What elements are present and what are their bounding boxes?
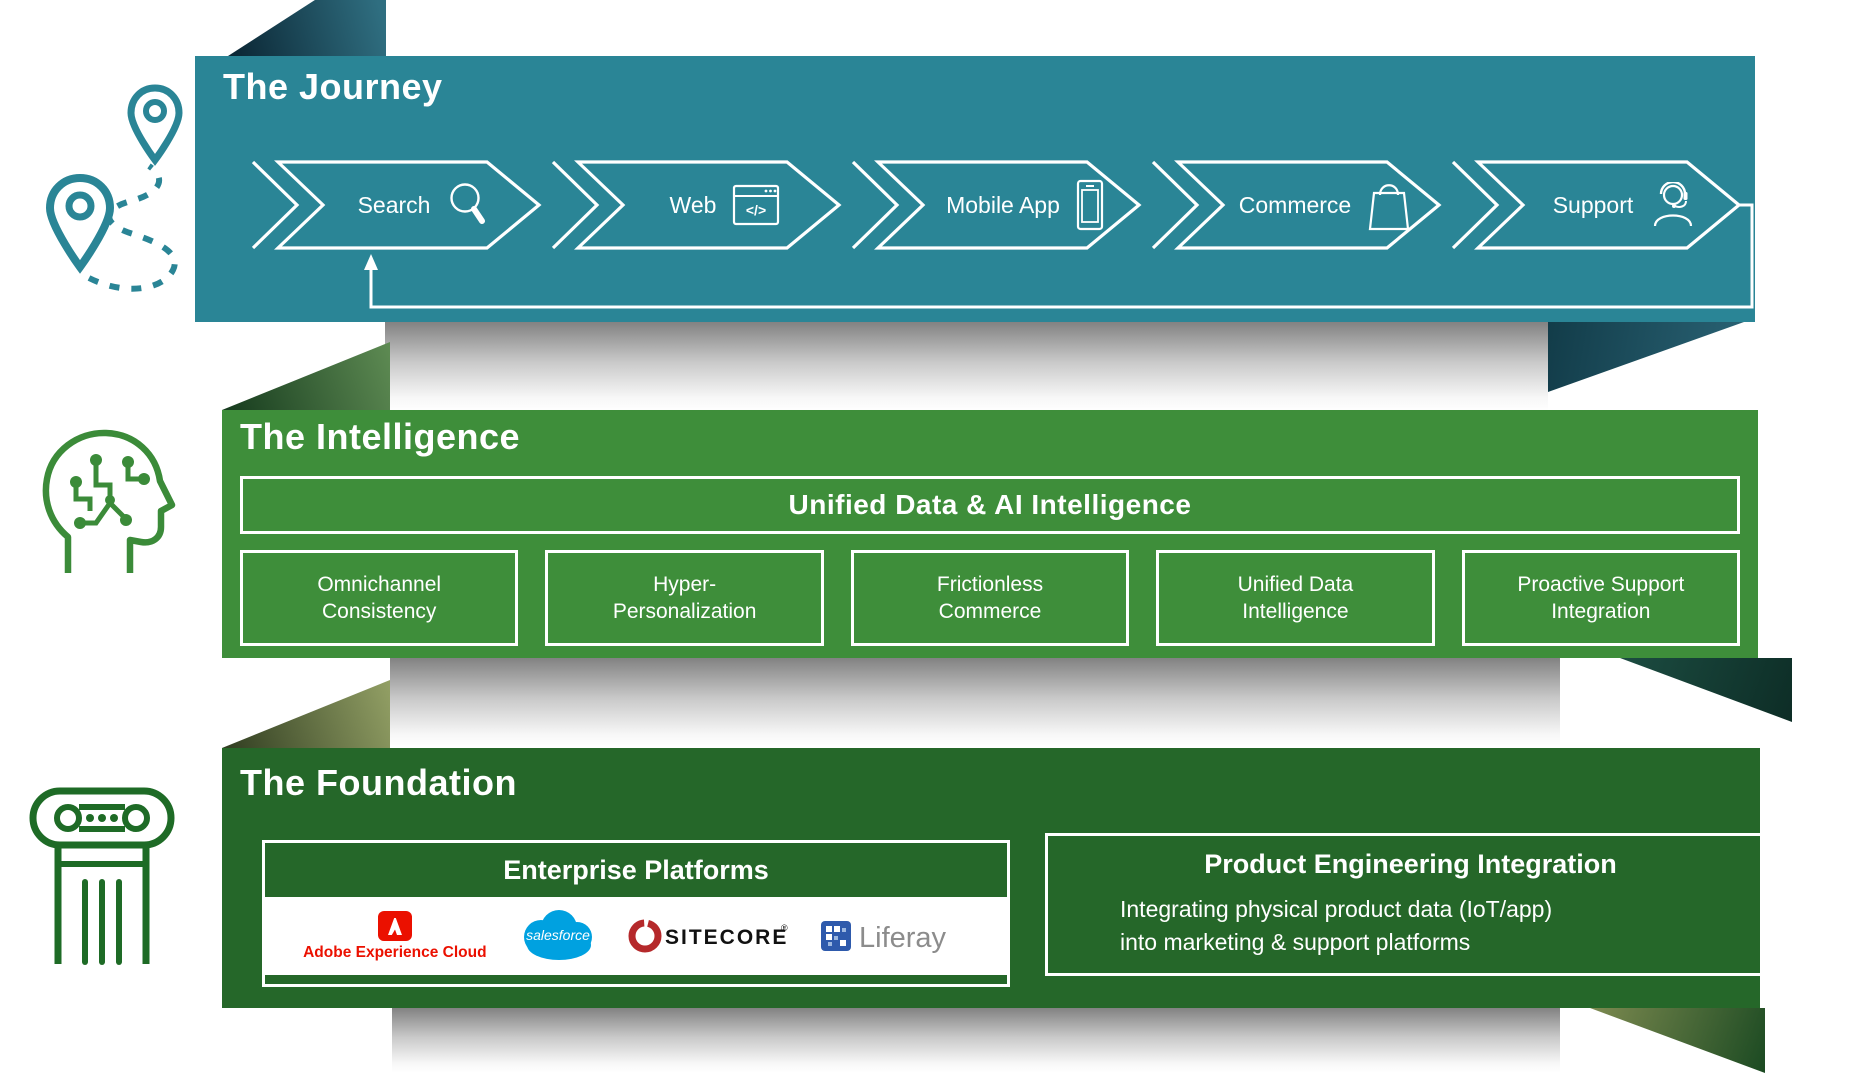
enterprise-platforms-box: Enterprise Platforms Adobe Experience Cl… [262, 840, 1010, 987]
capability-box-hyper-personalization: Hyper- Personalization [545, 550, 824, 646]
intelligence-shadow-strip [390, 658, 1560, 748]
intelligence-title: The Intelligence [240, 416, 521, 457]
sitecore-logo: SITECORE ® [628, 919, 788, 953]
platform-logo-strip: Adobe Experience Cloud salesforce SITECO… [265, 897, 1007, 975]
svg-text:Liferay: Liferay [859, 922, 947, 954]
adobe-icon [377, 911, 412, 941]
circuit-mind-icon [42, 429, 176, 573]
journey-banner: The Journey Search [195, 56, 1755, 322]
enterprise-platforms-footer [265, 975, 1007, 984]
svg-text:SITECORE: SITECORE [665, 926, 788, 949]
station-label: Web [669, 191, 717, 218]
journey-fold-right-decoration [1548, 322, 1744, 392]
adobe-experience-cloud-logo: Adobe Experience Cloud [303, 910, 487, 962]
capability-box-unified-data: Unified Data Intelligence [1156, 550, 1435, 646]
station-label: Support [1552, 191, 1634, 218]
unified-data-ai-bar: Unified Data & AI Intelligence [240, 476, 1740, 534]
intelligence-banner: The Intelligence Unified Data & AI Intel… [222, 410, 1758, 658]
magnifier-icon [450, 183, 486, 224]
station-label: Search [357, 191, 431, 218]
shopping-bag-icon [1369, 184, 1410, 231]
journey-station-support: Support [1448, 155, 1748, 255]
station-label: Commerce [1238, 191, 1352, 218]
enterprise-platforms-title: Enterprise Platforms [503, 854, 769, 885]
capability-box-proactive-support: Proactive Support Integration [1461, 550, 1741, 646]
svg-text:</>: </> [746, 202, 766, 218]
capability-label: Frictionless Commerce [936, 572, 1044, 623]
svg-text:salesforce: salesforce [526, 927, 590, 943]
journey-station-search: Search [248, 155, 548, 255]
browser-code-icon: </> [733, 184, 780, 226]
liferay-logo: Liferay [820, 921, 947, 954]
foundation-banner: The Foundation Enterprise Platforms Adob… [222, 748, 1776, 1008]
chevron-arrow-shape [251, 160, 542, 250]
pillar-icon [29, 787, 175, 965]
salesforce-logo: salesforce [523, 910, 592, 960]
foundation-fold-decoration [222, 680, 390, 748]
intelligence-fold-decoration [222, 342, 390, 410]
foundation-fold-right-decoration [1590, 1008, 1765, 1073]
chevron-arrow-shape [1451, 160, 1742, 250]
journey-station-commerce: Commerce [1148, 155, 1448, 255]
support-agent-icon [1654, 182, 1693, 227]
chevron-arrow-shape [1151, 160, 1442, 250]
product-engineering-box: Product Engineering Integration Integrat… [1045, 833, 1776, 976]
smartphone-icon [1076, 179, 1104, 231]
adobe-label: Adobe Experience Cloud [303, 944, 487, 961]
product-engineering-title: Product Engineering Integration [1204, 849, 1617, 879]
capability-box-omnichannel: Omnichannel Consistency [240, 550, 519, 646]
capability-box-frictionless-commerce: Frictionless Commerce [850, 550, 1130, 646]
journey-fold-decoration [228, 0, 386, 56]
intelligence-fold-right-decoration [1620, 658, 1792, 722]
chevron-arrow-shape [851, 160, 1142, 250]
foundation-shadow-strip [392, 1008, 1560, 1073]
capability-row: Omnichannel Consistency Hyper- Personali… [240, 550, 1741, 646]
journey-station-mobile-app: Mobile App [848, 155, 1148, 255]
capability-label: Proactive Support Integration [1517, 572, 1685, 623]
capability-label: Omnichannel Consistency [317, 572, 442, 623]
capability-label: Unified Data Intelligence [1237, 572, 1354, 623]
journey-shadow-strip [385, 322, 1548, 411]
journey-title: The Journey [223, 66, 443, 107]
svg-text:®: ® [781, 923, 788, 933]
product-engineering-description: Integrating physical product data (IoT/a… [1120, 896, 1553, 955]
route-map-pins-icon [45, 84, 183, 292]
foundation-title: The Foundation [240, 762, 517, 803]
capability-label: Hyper- Personalization [612, 572, 757, 623]
journey-station-web: Web </> [548, 155, 848, 255]
chevron-arrow-shape [551, 160, 842, 250]
station-label: Mobile App [946, 191, 1060, 218]
unified-data-ai-label: Unified Data & AI Intelligence [788, 489, 1192, 520]
